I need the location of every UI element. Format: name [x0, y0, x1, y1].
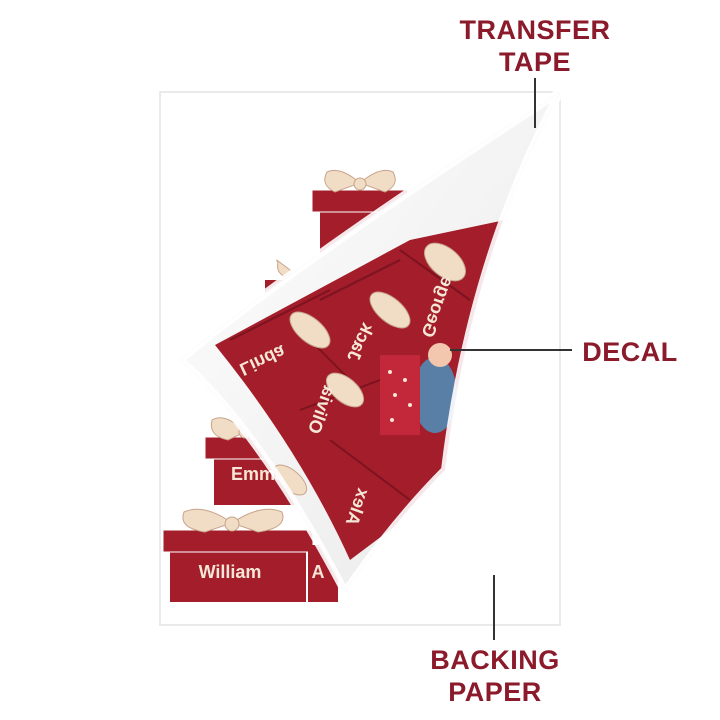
gift-name-partial: A	[312, 562, 325, 582]
transfer-tape-label-line1: TRANSFER	[459, 15, 611, 45]
backing-paper-label-line1: BACKING	[430, 645, 560, 675]
backing-paper-label: BACKING PAPER	[410, 644, 580, 708]
figure-head	[428, 343, 452, 367]
transfer-tape-curl: George Jack Linda Olivia Alex	[173, 80, 571, 600]
transfer-tape-label: TRANSFER TAPE	[430, 14, 640, 78]
bow-icon	[182, 508, 284, 533]
gift-name-william: William	[199, 562, 262, 582]
bow-icon	[272, 242, 466, 496]
decal-label: DECAL	[580, 336, 680, 368]
figure-body	[413, 357, 457, 433]
gift-box-william	[170, 550, 306, 602]
backing-paper-label-line2: PAPER	[448, 677, 542, 707]
figure-dress	[380, 355, 420, 435]
decal-label-text: DECAL	[582, 337, 678, 367]
transfer-tape-label-line2: TAPE	[498, 47, 571, 77]
gift-lid-william	[162, 529, 314, 553]
bow-icon	[324, 169, 396, 193]
